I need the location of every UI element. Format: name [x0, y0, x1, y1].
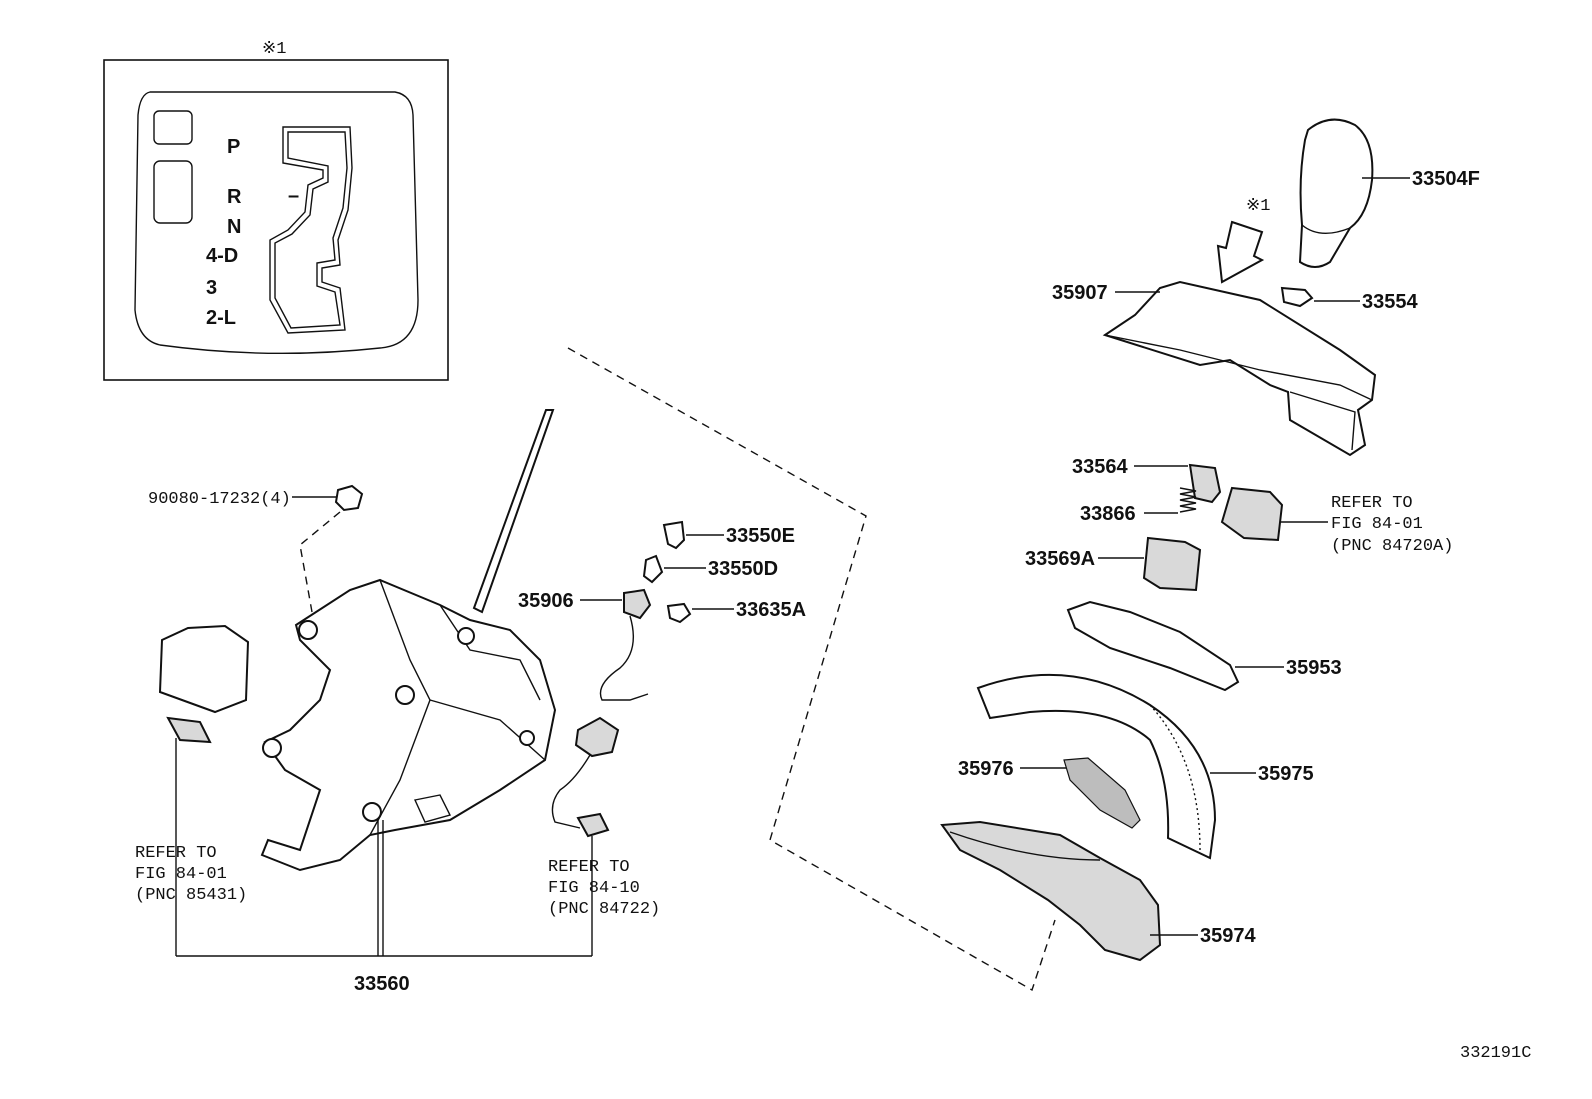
spring-33866	[1179, 487, 1197, 513]
indicator-window-top	[153, 110, 193, 145]
ref-a-line1: REFER TO	[1331, 494, 1413, 513]
ref-a-line3: (PNC 84720A)	[1331, 537, 1453, 556]
right-assembly: 33504F ※1 35907 33554 33564 33866 33569A…	[940, 118, 1480, 962]
label-33554: 33554	[1362, 291, 1418, 313]
bulb-cap-33550E	[662, 520, 686, 550]
ref-b-line1: REFER TO	[135, 844, 217, 863]
housing-35974	[940, 820, 1162, 962]
housing-rib	[949, 831, 1101, 861]
inset-mark: ※1	[262, 40, 286, 59]
arrow-mark: ※1	[1246, 197, 1270, 216]
plate-35976	[1063, 757, 1141, 829]
bracket-edge-3	[429, 699, 546, 761]
mount-hole-3	[457, 627, 475, 645]
gate-slot-outer	[269, 126, 353, 334]
label-33550E: 33550E	[726, 525, 795, 547]
label-35953: 35953	[1286, 657, 1342, 679]
mount-hole-1	[298, 620, 318, 640]
shift-knob	[1298, 118, 1374, 268]
console-cover	[1102, 280, 1377, 457]
label-35976: 35976	[958, 758, 1014, 780]
mount-hole-4	[262, 738, 282, 758]
harness-connector-lower	[576, 812, 610, 838]
shifter-assembly: 90080-17232(4) REFER TO FIG 84-01 (PNC 8…	[135, 347, 1056, 995]
gate-bezel	[134, 91, 419, 355]
gate-pos-p: P	[227, 136, 240, 158]
label-33550D: 33550D	[708, 558, 778, 580]
mount-hole-2	[395, 685, 415, 705]
label-33504F: 33504F	[1412, 168, 1480, 190]
ref-b-line2: FIG 84-01	[135, 865, 227, 884]
bracket-tab	[413, 794, 452, 823]
bracket-edge-2	[439, 604, 541, 701]
gate-pos-r: R	[227, 186, 242, 208]
switch-connector	[1220, 486, 1284, 542]
knob-band	[1301, 224, 1351, 234]
indicator-window-bottom	[153, 160, 193, 224]
harness-connector-upper	[574, 716, 620, 758]
slide-cover-35975	[976, 673, 1217, 860]
clip-33554	[1280, 286, 1314, 308]
label-35906: 35906	[518, 590, 574, 612]
solenoid-connector	[166, 716, 212, 744]
knob-base-33569A	[1142, 536, 1202, 592]
ref-c-line2: FIG 84-10	[548, 879, 640, 898]
label-33866: 33866	[1080, 503, 1136, 525]
slide-cover-perforation	[1149, 704, 1201, 851]
inset-frame	[103, 59, 449, 381]
harness-wire	[551, 754, 591, 829]
nut-90080	[334, 484, 364, 512]
nut-dashed-guide	[299, 511, 341, 613]
shift-gate-inset: ※1 P R – N 4-D 3 2-L	[103, 40, 449, 381]
mount-hole-5	[362, 802, 382, 822]
label-33560: 33560	[354, 973, 410, 995]
plate-35953	[1066, 600, 1240, 692]
gate-slot-inner	[274, 131, 348, 329]
label-33564: 33564	[1072, 456, 1128, 478]
label-35974: 35974	[1200, 925, 1256, 947]
label-33635A: 33635A	[736, 599, 806, 621]
label-35975: 35975	[1258, 763, 1314, 785]
label-35907: 35907	[1052, 282, 1108, 304]
view-arrow	[1216, 220, 1265, 284]
gate-pos-4d: 4-D	[206, 245, 238, 267]
clip-33635A	[666, 602, 692, 624]
mount-hole-6	[519, 730, 535, 746]
label-33569A: 33569A	[1025, 548, 1095, 570]
bulb-33550D	[642, 554, 664, 584]
ref-c-line1: REFER TO	[548, 858, 630, 877]
gate-pos-3: 3	[206, 277, 217, 299]
socket-35906	[623, 588, 652, 620]
socket-wire	[599, 615, 649, 701]
gate-dash: –	[288, 185, 299, 207]
ref-c-line3: (PNC 84722)	[548, 900, 660, 919]
ref-a-line2: FIG 84-01	[1331, 515, 1423, 534]
gate-pos-n: N	[227, 216, 241, 238]
button-33564	[1188, 463, 1222, 504]
cover-flange	[1289, 391, 1356, 451]
dashed-group-outline	[567, 347, 1056, 992]
ref-b-line3: (PNC 85431)	[135, 886, 247, 905]
gate-pos-2l: 2-L	[206, 307, 236, 329]
shift-lever-rod	[472, 409, 555, 614]
label-90080: 90080-17232(4)	[148, 490, 291, 509]
diagram-id: 332191C	[1460, 1044, 1531, 1063]
shift-lock-solenoid	[158, 624, 250, 714]
cover-edge	[1104, 334, 1373, 401]
